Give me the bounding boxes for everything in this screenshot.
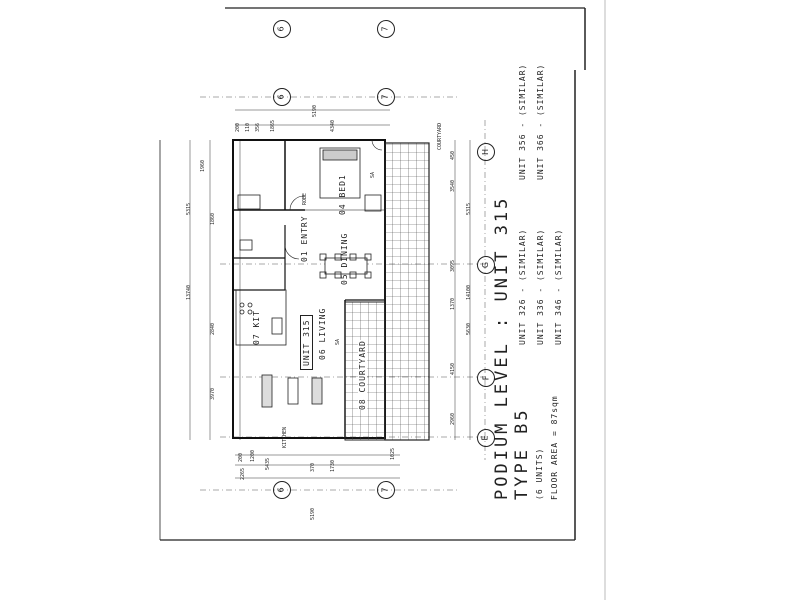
grid-marker-label: 6 bbox=[277, 26, 286, 32]
dim-left-5: 5315 bbox=[186, 202, 192, 215]
grid-marker-f: F bbox=[477, 369, 495, 387]
room-label-bed1: 04 BED1 bbox=[338, 174, 347, 215]
grid-marker-label: 7 bbox=[381, 94, 390, 100]
dim-right-2: 5630 bbox=[466, 322, 472, 335]
dim-bottom-0: 2265 bbox=[240, 467, 246, 480]
grid-marker-6-top: 6 bbox=[273, 88, 291, 106]
grid-marker-h: H bbox=[477, 143, 495, 161]
dim-right-5: 14100 bbox=[466, 284, 472, 300]
room-label-living: 06 LIVING bbox=[318, 307, 327, 360]
dim-bottom-5: 370 bbox=[310, 462, 316, 472]
title-type: TYPE B5 bbox=[512, 407, 532, 500]
dim-top-4: 110 bbox=[245, 122, 251, 132]
dim-right-3: 1370 bbox=[450, 297, 456, 310]
dim-right-1: 4150 bbox=[450, 362, 456, 375]
bathtub bbox=[237, 194, 261, 210]
vanity bbox=[239, 239, 253, 251]
sa-label-living: SA bbox=[335, 338, 341, 345]
dim-bottom-1: 5435 bbox=[265, 457, 271, 470]
door-swings bbox=[284, 139, 383, 260]
grid-marker-label: 7 bbox=[381, 26, 390, 32]
dim-top-1: 4340 bbox=[330, 119, 336, 132]
armchair bbox=[364, 194, 382, 212]
grid-marker-label: 6 bbox=[277, 487, 286, 493]
similar-unit-336: UNIT 336 - (SIMILAR) bbox=[536, 228, 545, 345]
dim-top-0: 5190 bbox=[312, 104, 318, 117]
dim-left-2: 2840 bbox=[210, 322, 216, 335]
room-label-entry: 01 ENTRY bbox=[300, 215, 309, 262]
dim-top-2: 1865 bbox=[270, 119, 276, 132]
title-podium-level: PODIUM LEVEL : UNIT 315 bbox=[492, 195, 512, 500]
dim-right-7: 3540 bbox=[450, 179, 456, 192]
dim-left-0: 1960 bbox=[200, 159, 206, 172]
room-label-kit: 07 KIT bbox=[252, 310, 261, 345]
similar-unit-326: UNIT 326 - (SIMILAR) bbox=[518, 228, 527, 345]
dim-bottom-7: 5190 bbox=[310, 507, 316, 520]
robe-label: ROBE bbox=[302, 192, 308, 205]
dim-left-3: 3970 bbox=[210, 387, 216, 400]
coffee-table bbox=[287, 377, 299, 405]
kitchen-label: KITCHEN bbox=[282, 426, 288, 448]
sofa bbox=[261, 374, 273, 408]
courtyard-paving bbox=[344, 142, 430, 441]
title-units-count: (6 UNITS) bbox=[535, 447, 544, 500]
grid-marker-7-top: 7 bbox=[377, 88, 395, 106]
dim-right-6: 5315 bbox=[466, 202, 472, 215]
furniture bbox=[235, 147, 382, 408]
kitchen-bench bbox=[235, 289, 287, 346]
lounge-chair bbox=[311, 377, 323, 405]
grid-marker-e: E bbox=[477, 429, 495, 447]
grid-marker-label: 7 bbox=[381, 487, 390, 493]
dim-right-8: 450 bbox=[450, 150, 456, 160]
similar-unit-346: UNIT 346 - (SIMILAR) bbox=[554, 228, 563, 345]
dim-left-1: 1860 bbox=[210, 212, 216, 225]
grid-marker-6-bottom: 6 bbox=[273, 481, 291, 499]
similar-unit-366: UNIT 366 - (SIMILAR) bbox=[536, 63, 545, 180]
room-label-dining: 05 DINING bbox=[340, 232, 349, 285]
sheet-border bbox=[159, 0, 606, 600]
dim-bottom-6: 1025 bbox=[390, 447, 396, 460]
dim-right-4: 3095 bbox=[450, 259, 456, 272]
dim-bottom-4: 1730 bbox=[330, 459, 336, 472]
grid-marker-label: H bbox=[480, 148, 490, 156]
title-floor-area: FLOOR AREA = 87sqm bbox=[550, 395, 559, 500]
grid-marker-7-corner: 7 bbox=[377, 20, 395, 38]
dim-left-4: 13740 bbox=[186, 284, 192, 300]
grid-marker-7-bottom: 7 bbox=[377, 481, 395, 499]
similar-unit-356: UNIT 356 - (SIMILAR) bbox=[518, 63, 527, 180]
grid-marker-label: 6 bbox=[277, 94, 286, 100]
courtyard-top-label: COURTYARD bbox=[437, 122, 443, 150]
dim-bottom-2: 1200 bbox=[250, 449, 256, 462]
sa-label-bed: SA bbox=[370, 171, 376, 178]
room-label-courtyard: 08 COURTYARD bbox=[358, 340, 367, 410]
dim-top-5: 200 bbox=[235, 122, 241, 132]
dim-right-0: 2960 bbox=[450, 412, 456, 425]
dim-top-3: 356 bbox=[255, 122, 261, 132]
dining-table bbox=[324, 257, 368, 275]
unit-number-label: UNIT 315 bbox=[300, 315, 313, 370]
dimension-lines bbox=[189, 109, 471, 479]
grid-marker-g: G bbox=[477, 256, 495, 274]
grid-marker-6-corner: 6 bbox=[273, 20, 291, 38]
dim-bottom-3: 200 bbox=[238, 452, 244, 462]
